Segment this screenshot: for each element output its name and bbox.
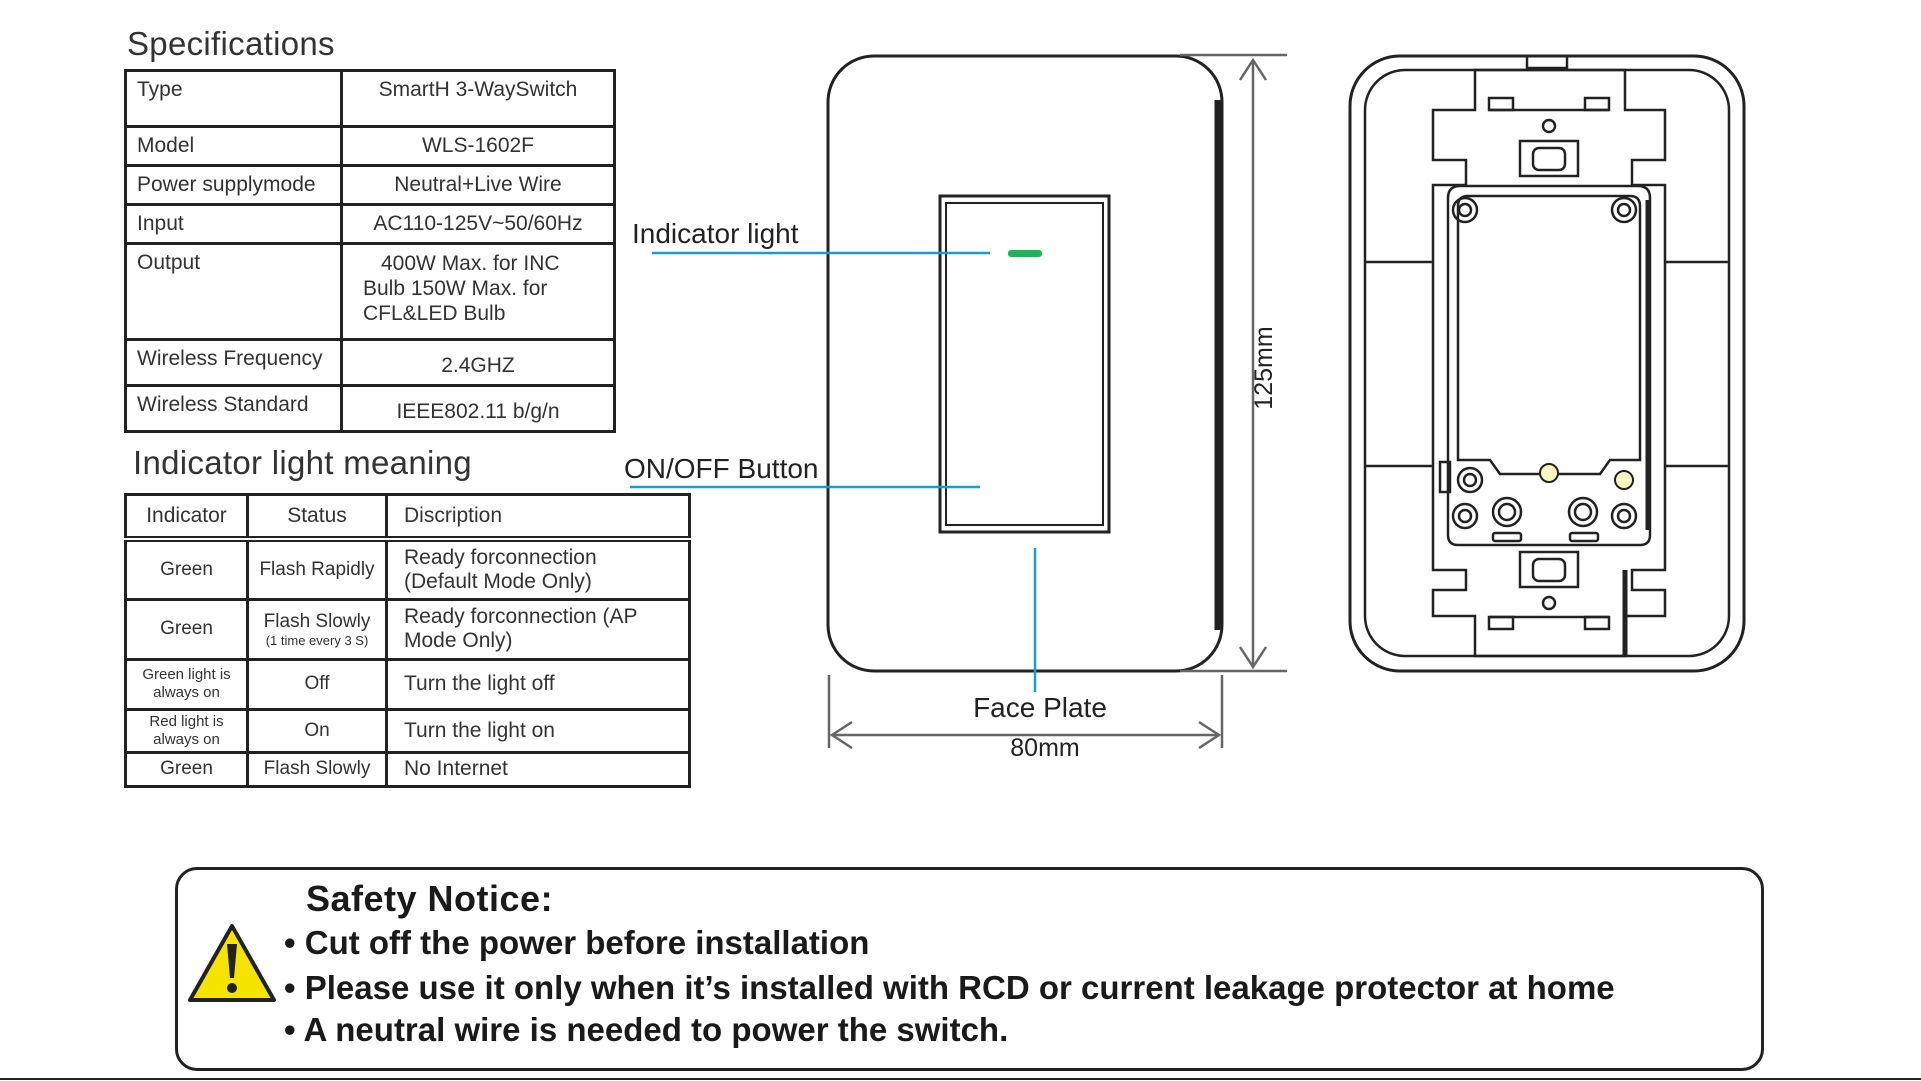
indicator-cell: Green	[124, 597, 249, 661]
height-dimension-label: 125mm	[1250, 326, 1278, 409]
spec-label-model: Model	[124, 125, 343, 167]
spec-value-model: WLS-1602F	[340, 125, 616, 167]
status-text: Off	[304, 673, 330, 694]
indicator-light-label: Indicator light	[632, 218, 799, 249]
indicator-meaning-table: Indicator Status Discription Green Flash…	[124, 493, 691, 788]
specifications-title: Specifications	[127, 25, 335, 62]
indicator-cell: Green	[124, 750, 249, 788]
safety-notice-title: Safety Notice:	[306, 878, 554, 919]
spec-label-output: Output	[124, 242, 343, 341]
indicator-light	[1008, 250, 1042, 257]
spec-label-input: Input	[124, 203, 343, 245]
safety-item: • Cut off the power before installation	[284, 924, 870, 961]
description-cell: Turn the light on	[385, 707, 691, 754]
table-row: Green Flash Rapidly Ready forconnection …	[124, 537, 691, 601]
specifications-table: Type SmartH 3-WaySwitch Model WLS-1602F …	[124, 69, 616, 433]
status-text: Flash Slowly	[263, 610, 371, 632]
safety-item-text: Please use it only when it’s installed w…	[304, 969, 1615, 1006]
spec-label-standard: Wireless Standard	[124, 384, 343, 433]
safety-item-text: Cut off the power before installation	[304, 924, 870, 961]
back-plate-led	[1539, 463, 1559, 483]
spec-value-frequency: 2.4GHZ	[340, 338, 616, 387]
warning-triangle-icon	[188, 924, 276, 1002]
indicator-cell: Green light is always on	[124, 657, 249, 711]
indicator-cell: Red light is always on	[124, 707, 249, 754]
col-header-status: Status	[246, 493, 388, 542]
status-cell: On	[246, 707, 388, 754]
description-cell: Ready forconnection (AP Mode Only)	[385, 597, 691, 661]
face-plate-front	[826, 54, 1224, 673]
output-line: Bulb 150W Max. for	[363, 277, 548, 300]
table-row: Green light is always on Off Turn the li…	[124, 657, 691, 711]
table-row: Input AC110-125V~50/60Hz	[124, 203, 616, 245]
face-plate-label: Face Plate	[973, 692, 1107, 723]
safety-item: • A neutral wire is needed to power the …	[284, 1011, 1009, 1048]
table-row: Green Flash Slowly (1 time every 3 S) Re…	[124, 597, 691, 661]
col-header-indicator: Indicator	[124, 493, 249, 542]
table-row: Type SmartH 3-WaySwitch	[124, 69, 616, 128]
table-row: Green Flash Slowly No Internet	[124, 750, 691, 788]
spec-value-standard: IEEE802.11 b/g/n	[340, 384, 616, 433]
table-row: Output 400W Max. for INC Bulb 150W Max. …	[124, 242, 616, 341]
spec-value-output: 400W Max. for INC Bulb 150W Max. for CFL…	[340, 242, 616, 341]
spec-value-power: Neutral+Live Wire	[340, 164, 616, 206]
safety-item: • Please use it only when it’s installed…	[284, 969, 1615, 1006]
status-cell: Flash Rapidly	[246, 537, 388, 601]
spec-label-type: Type	[124, 69, 343, 128]
table-row: Power supplymode Neutral+Live Wire	[124, 164, 616, 206]
width-dimension-label: 80mm	[1010, 734, 1079, 762]
table-row: Model WLS-1602F	[124, 125, 616, 167]
table-row: Red light is always on On Turn the light…	[124, 707, 691, 754]
status-cell: Off	[246, 657, 388, 711]
description-cell: Turn the light off	[385, 657, 691, 711]
spec-value-type: SmartH 3-WaySwitch	[340, 69, 616, 128]
on-off-button-label: ON/OFF Button	[624, 453, 819, 484]
status-cell: Flash Slowly (1 time every 3 S)	[246, 597, 388, 661]
indicator-meaning-title: Indicator light meaning	[133, 444, 472, 481]
status-text: On	[304, 719, 330, 741]
spec-value-input: AC110-125V~50/60Hz	[340, 203, 616, 245]
status-cell: Flash Slowly	[246, 750, 388, 788]
table-row: Wireless Frequency 2.4GHZ	[124, 338, 616, 387]
description-cell: Ready forconnection (Default Mode Only)	[385, 537, 691, 601]
status-text: Flash Rapidly	[259, 558, 375, 580]
spec-label-frequency: Wireless Frequency	[124, 338, 343, 387]
table-header-row: Indicator Status Discription	[124, 493, 691, 542]
description-cell: No Internet	[385, 750, 691, 788]
safety-item-text: A neutral wire is needed to power the sw…	[303, 1011, 1009, 1048]
safety-notice-box	[175, 867, 1764, 1071]
table-row: Wireless Standard IEEE802.11 b/g/n	[124, 384, 616, 433]
indicator-cell: Green	[124, 537, 249, 601]
col-header-description: Discription	[385, 493, 691, 542]
output-line: CFL&LED Bulb	[363, 302, 506, 325]
spec-label-power: Power supplymode	[124, 164, 343, 206]
bottom-divider	[0, 1078, 1921, 1080]
width-dimension	[827, 675, 1224, 750]
status-text: Flash Slowly	[263, 758, 371, 779]
callout-lines	[630, 251, 1037, 692]
output-line: 400W Max. for INC	[381, 252, 560, 275]
back-plate-screw	[1614, 470, 1634, 490]
height-dimension	[1180, 53, 1287, 673]
status-subtext: (1 time every 3 S)	[265, 632, 369, 648]
back-plate	[1348, 54, 1746, 673]
